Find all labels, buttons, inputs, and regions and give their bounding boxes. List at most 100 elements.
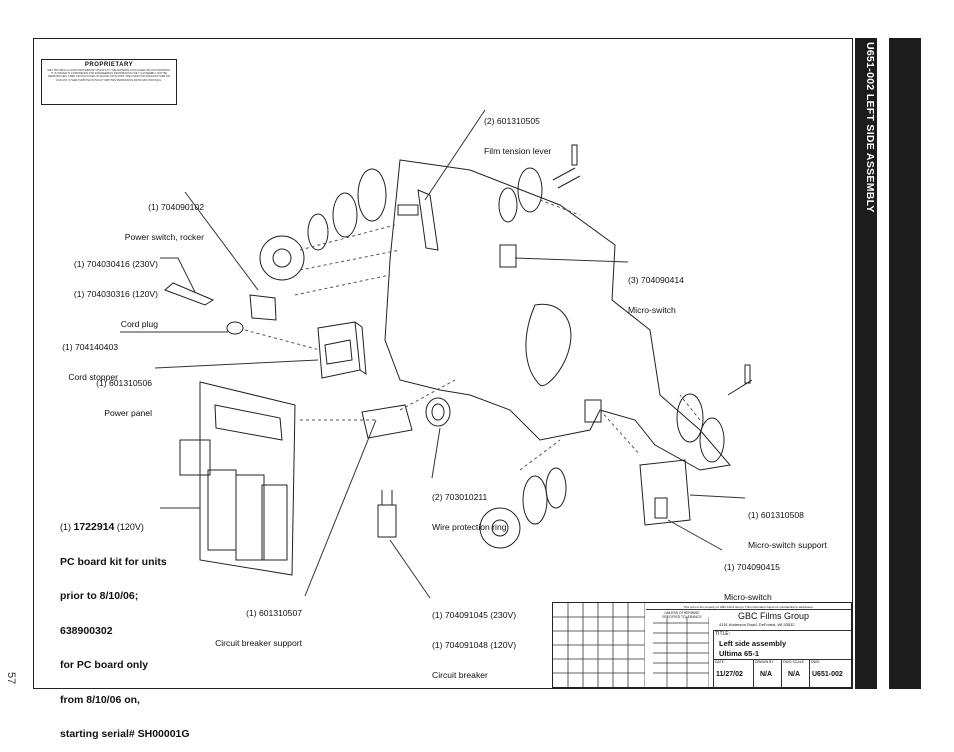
disc — [498, 187, 518, 223]
proprietary-notice: PROPRIETARY GBC PROTECH CLAIMS PROPRIETA… — [41, 59, 177, 105]
part-description: Power switch, rocker — [124, 232, 204, 242]
part-label-micro-switch-2: (1) 704090415 Micro-switch — [724, 542, 780, 612]
shaft — [727, 379, 753, 396]
shaft — [552, 167, 581, 189]
page-edge-block — [889, 38, 921, 689]
part-label-power-panel: (1) 601310506 Power panel — [60, 358, 152, 428]
part-label-circuit-breaker-support: (1) 601310507 Circuit breaker support — [190, 588, 302, 658]
part-description: Circuit breaker support — [215, 638, 302, 648]
dwg-label: DWG — [811, 660, 820, 664]
gear-left-top — [259, 235, 305, 281]
part-number: 638900302 — [60, 624, 113, 637]
scale-label: DWG SCALE — [783, 660, 805, 664]
part-label-film-tension-lever: (2) 601310505 Film tension lever — [484, 96, 551, 166]
drawing-scale: N/A — [788, 671, 801, 678]
part-number: (1) 601310507 — [246, 608, 302, 618]
micro-switch-support — [639, 459, 691, 526]
pc-board-component — [179, 439, 211, 476]
part-description: Wire protection ring — [432, 522, 507, 532]
part-number: (2) 703010211 — [432, 492, 488, 502]
part-number: (2) 601310505 — [484, 116, 540, 126]
part-description: Cord stopper — [68, 372, 118, 382]
company-name: GBC Films Group — [738, 611, 810, 621]
drawn-by-label: DRAWN BY — [755, 660, 774, 664]
part-description: prior to 8/10/06; — [60, 590, 139, 602]
part-qty: (1) — [60, 522, 74, 532]
title-block-notice: This print is the property of GBC Films … — [646, 605, 851, 610]
part-number: 1722914 — [73, 521, 115, 533]
ring — [307, 213, 329, 251]
micro-switch-lower — [654, 497, 668, 519]
part-description: Micro-switch support — [748, 540, 827, 550]
disc — [517, 167, 543, 213]
power-panel — [317, 321, 367, 379]
part-label-wire-protection-ring: (2) 703010211 Wire protection ring — [432, 472, 507, 542]
circuit-breaker-support — [361, 404, 413, 439]
part-label-circuit-breaker: (1) 704091045 (230V) (1) 704091048 (120V… — [432, 590, 516, 690]
proprietary-text: GBC PROTECH CLAIMS PROPRIETARY RIGHTS TO… — [47, 69, 171, 82]
company-address: 4151 Anderson Road, DeForest, WI 53532 — [719, 622, 795, 627]
part-number: (1) 704091045 (230V) — [432, 610, 517, 620]
part-description: Cord plug — [120, 319, 158, 329]
side-title-bar — [855, 38, 877, 689]
micro-switch — [584, 399, 602, 423]
part-label-micro-switch: (3) 704090414 Micro-switch — [628, 255, 684, 325]
title-label: TITLE: — [715, 631, 731, 637]
proprietary-title: PROPRIETARY — [84, 62, 134, 68]
part-number: (1) 704091048 (120V) — [432, 640, 517, 650]
plate-cutout — [525, 303, 572, 387]
part-number: (1) 704030416 (230V) — [73, 259, 158, 269]
part-label-pc-board: (1) 1722914 (120V) PC board kit for unit… — [60, 499, 190, 752]
circuit-breaker — [377, 504, 397, 538]
shaft-end — [744, 364, 751, 384]
pc-board-component — [261, 484, 288, 561]
part-description: Micro-switch — [724, 592, 772, 602]
part-number: (1) 601310506 — [96, 378, 152, 388]
disc — [357, 168, 387, 222]
pc-board-header — [214, 404, 283, 441]
pc-board-component — [235, 474, 265, 561]
tolerance-heading: UNLESS OTHERWISE SPECIFIED TOLERANCE — [662, 611, 702, 619]
drawn-by: N/A — [760, 671, 773, 678]
part-description: starting serial# SH00001G — [60, 728, 190, 740]
disc — [699, 417, 725, 463]
part-number: (1) 704140403 — [62, 342, 118, 352]
part-voltage: (120V) — [114, 522, 144, 532]
drawing-subtitle: Ultima 65-1 — [719, 649, 760, 658]
part-description: Micro-switch — [628, 305, 676, 315]
part-description: Circuit breaker — [432, 670, 488, 680]
tolerance-grid — [653, 617, 709, 687]
date-label: DATE — [715, 660, 725, 664]
disc — [332, 192, 358, 238]
part-description: Power panel — [104, 408, 152, 418]
pc-board — [199, 381, 296, 576]
wire-protection-ring — [425, 397, 451, 427]
micro-switch — [499, 244, 517, 268]
part-description: from 8/10/06 on, — [60, 693, 140, 706]
revision-grid — [553, 603, 645, 687]
gear-bottom — [479, 507, 521, 549]
drawing-frame — [33, 38, 853, 689]
cord-plug — [164, 282, 215, 306]
part-description: for PC board only — [60, 659, 149, 671]
side-plate — [384, 159, 731, 471]
title-block: This print is the property of GBC Films … — [552, 602, 852, 688]
rocker-switch — [249, 294, 277, 321]
part-label-cord-plug: (1) 704030416 (230V) (1) 704030316 (120V… — [60, 239, 158, 339]
drawing-date: 11/27/02 — [716, 671, 743, 678]
lever-spring — [397, 204, 419, 216]
part-label-power-switch: (1) 704090102 Power switch, rocker — [80, 182, 204, 252]
part-label-cord-stopper: (1) 704140403 Cord stopper — [50, 322, 118, 392]
shaft-end — [571, 144, 578, 166]
side-title: U651-002 LEFT SIDE ASSEMBLY — [864, 42, 876, 213]
disc — [545, 467, 567, 509]
drawing-number: U651-002 — [812, 671, 843, 678]
pc-board-component — [207, 469, 237, 551]
part-description: PC board kit for units — [60, 555, 167, 568]
cord-stopper — [226, 321, 244, 335]
film-tension-lever — [417, 189, 439, 251]
part-number: (3) 704090414 — [628, 275, 684, 285]
part-number: (1) 601310508 — [748, 510, 804, 520]
part-number: (1) 704090415 — [724, 562, 780, 572]
